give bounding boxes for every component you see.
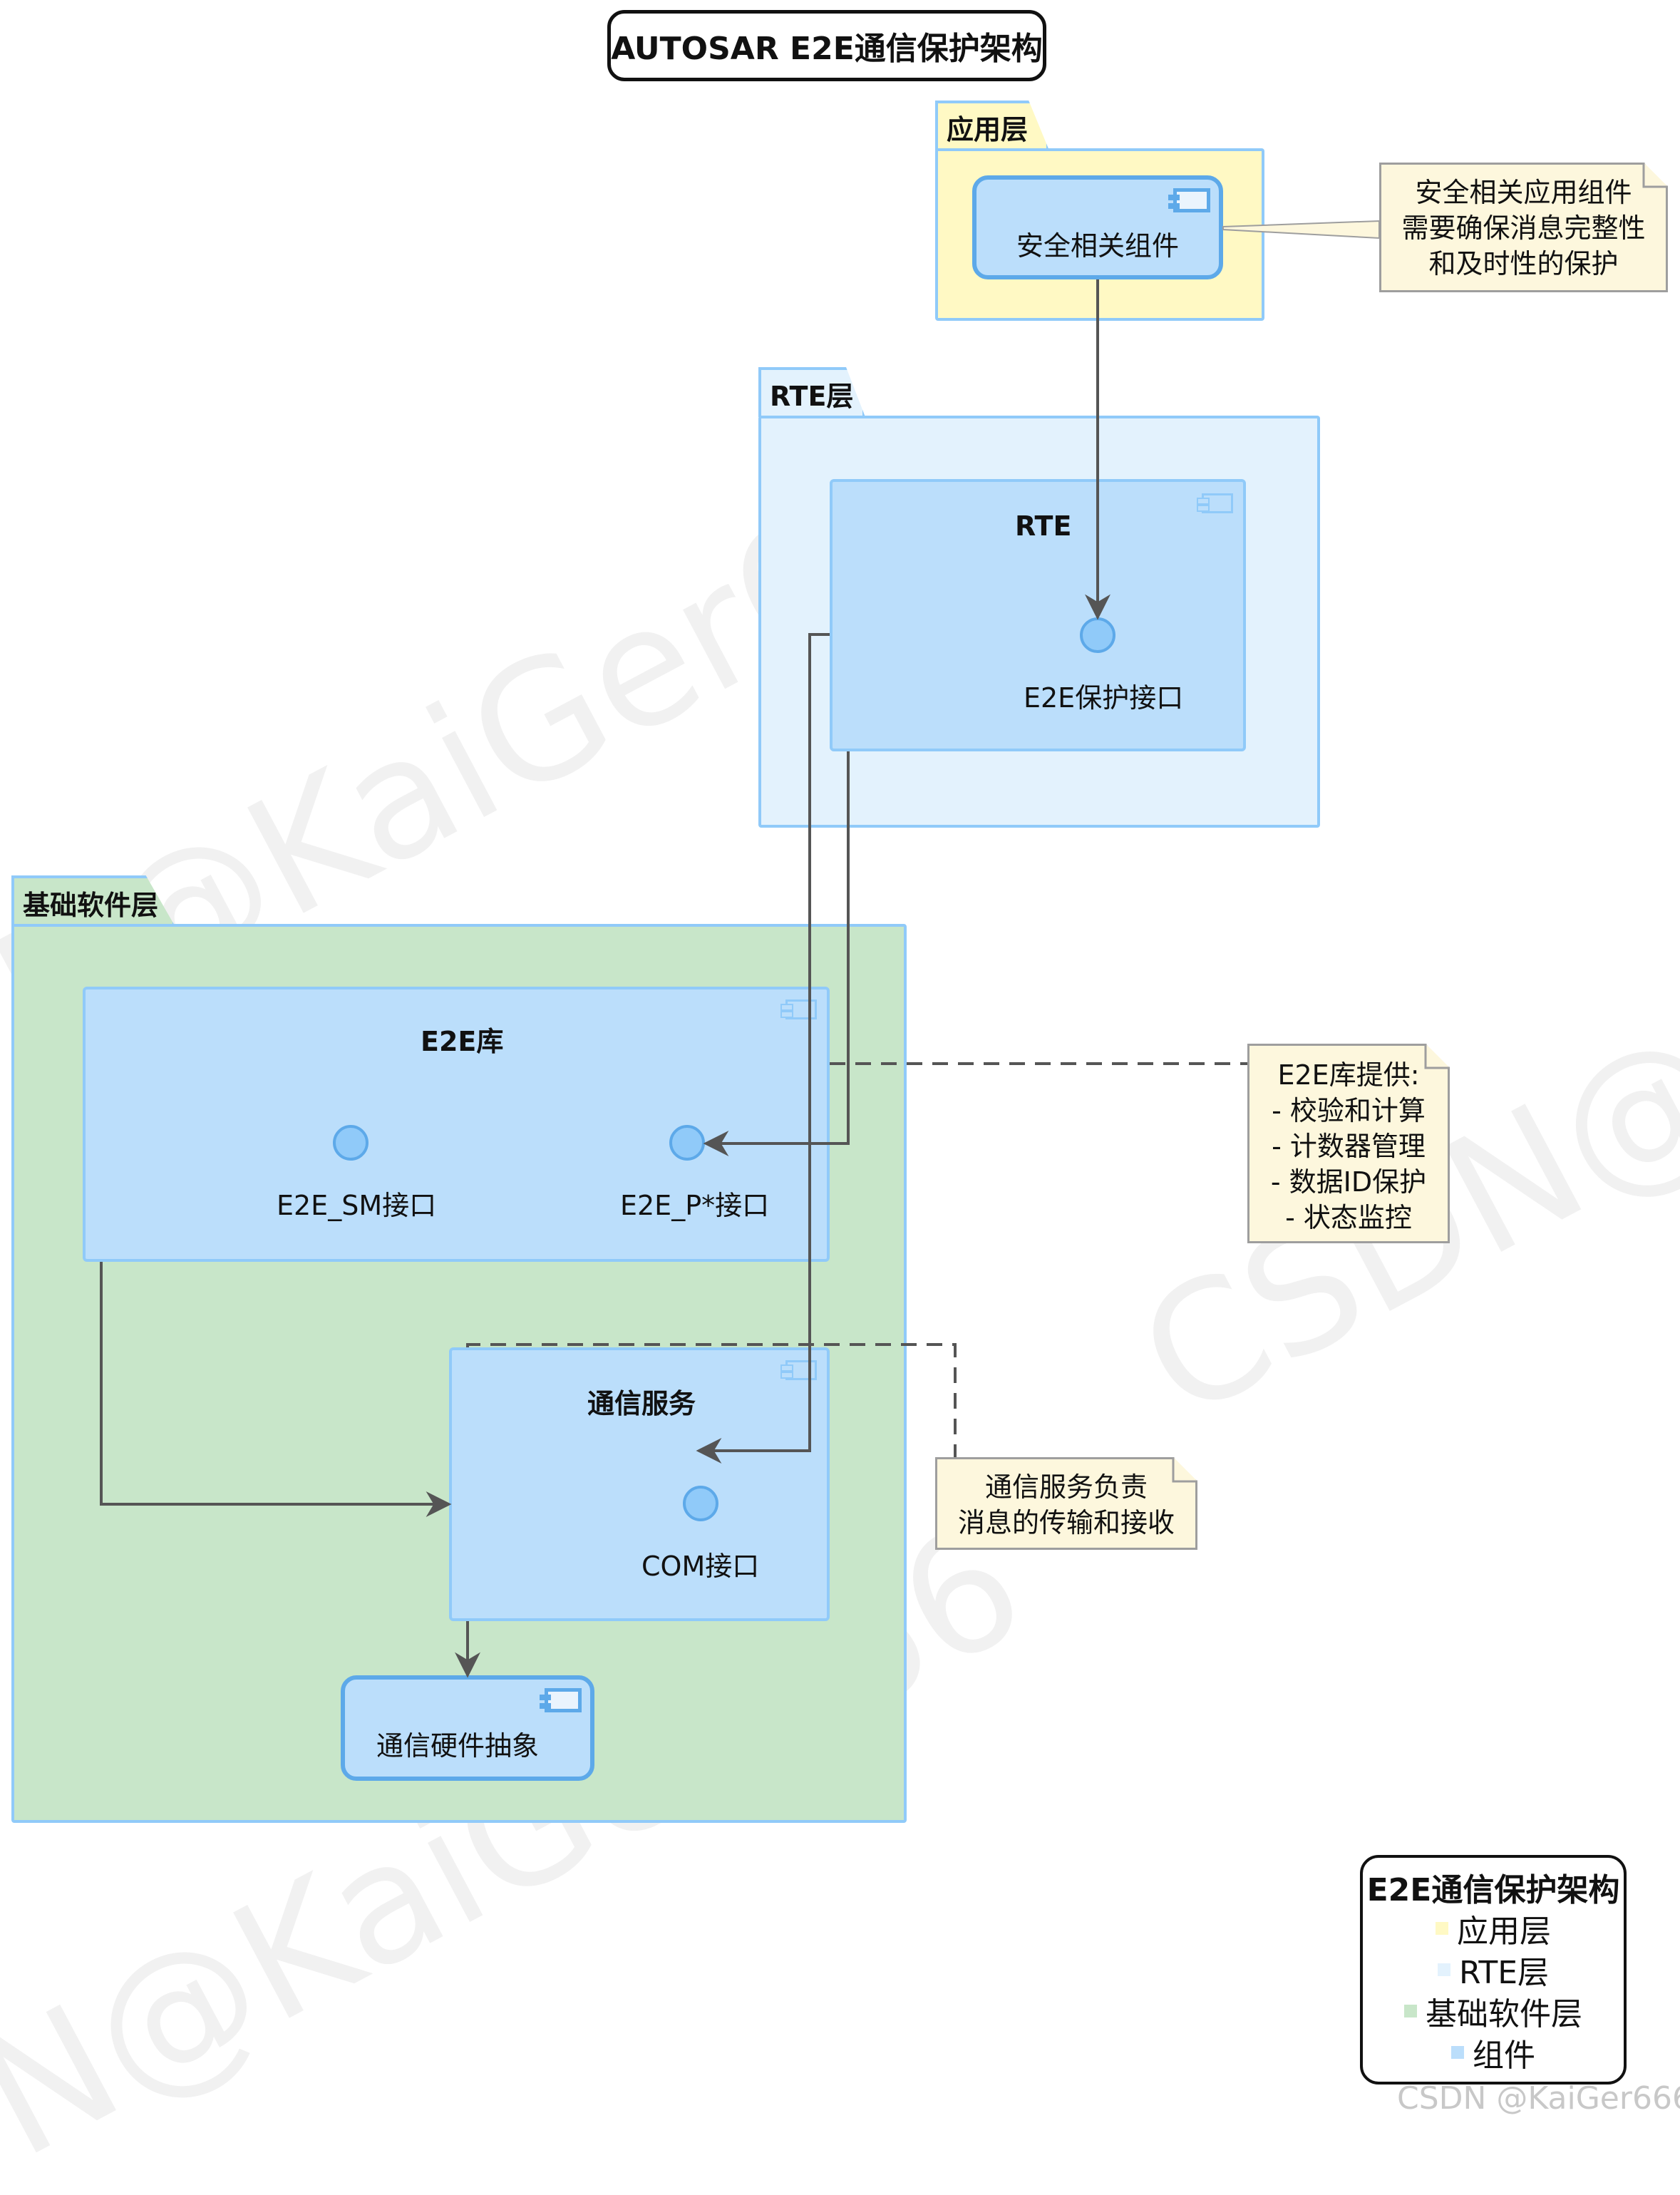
interface-e2e-protect[interactable] xyxy=(1080,617,1115,653)
note-link-com xyxy=(466,1343,957,1457)
legend-swatch xyxy=(1451,2046,1464,2059)
component-rte[interactable]: RTE E2E保护接口 xyxy=(830,479,1246,751)
package-label-bsw: 基础软件层 xyxy=(23,889,159,921)
note-connector-app xyxy=(1222,220,1380,240)
legend-label: RTE层 xyxy=(1458,1955,1550,1991)
note-line: E2E库提供: xyxy=(1277,1059,1420,1091)
note-fold xyxy=(1424,1044,1450,1069)
edge-rte-to-e2e-p xyxy=(703,751,850,1156)
package-tab-app: 应用层 xyxy=(935,101,1049,150)
legend-item: 应用层 xyxy=(1363,1908,1624,1950)
note-fold xyxy=(1172,1457,1197,1483)
package-tab-bsw: 基础软件层 xyxy=(11,875,175,927)
connectors xyxy=(100,163,1668,1678)
note-line: 需要确保消息完整性 xyxy=(1401,212,1646,244)
edge-rte-to-com xyxy=(696,633,830,1464)
component-e2e-lib[interactable]: E2E库 E2E_SM接口 E2E_P*接口 xyxy=(83,987,830,1262)
note-com: 通信服务负责 消息的传输和接收 xyxy=(935,1457,1197,1550)
component-icon xyxy=(540,1688,582,1712)
legend-item: 基础软件层 xyxy=(1363,1990,1624,2032)
interface-label-e2e-sm: E2E_SM接口 xyxy=(277,1190,437,1221)
note-line: 和及时性的保护 xyxy=(1428,248,1619,279)
component-label-safety: 安全相关组件 xyxy=(1016,230,1179,262)
note-line: 消息的传输和接收 xyxy=(957,1507,1175,1538)
interface-label-com: COM接口 xyxy=(641,1551,760,1582)
note-app: 安全相关应用组件 需要确保消息完整性 和及时性的保护 xyxy=(1379,163,1668,292)
interface-e2e-sm[interactable] xyxy=(333,1125,369,1161)
legend-swatch xyxy=(1404,2005,1417,2017)
note-line: - 数据ID保护 xyxy=(1270,1166,1427,1198)
component-label-rte: RTE xyxy=(1015,510,1072,542)
package-label-app: 应用层 xyxy=(947,113,1029,145)
component-safety[interactable]: 安全相关组件 xyxy=(972,175,1223,279)
note-line: - 计数器管理 xyxy=(1272,1131,1426,1162)
interface-label-e2e-protect: E2E保护接口 xyxy=(1024,682,1184,714)
note-line: 安全相关应用组件 xyxy=(1415,177,1632,208)
legend-label: 应用层 xyxy=(1457,1913,1551,1950)
diagram-title-text: AUTOSAR E2E通信保护架构 xyxy=(611,31,1043,67)
legend: E2E通信保护架构 应用层 RTE层 基础软件层 组件 xyxy=(1360,1855,1627,2085)
diagram-title: AUTOSAR E2E通信保护架构 xyxy=(607,10,1046,81)
interface-label-e2e-p: E2E_P*接口 xyxy=(620,1190,770,1221)
component-label-e2e-lib: E2E库 xyxy=(421,1026,504,1057)
package-label-rte: RTE层 xyxy=(770,380,854,412)
legend-title: E2E通信保护架构 xyxy=(1366,1872,1620,1908)
note-line: - 校验和计算 xyxy=(1272,1095,1426,1126)
interface-com[interactable] xyxy=(683,1486,718,1521)
note-line: - 状态监控 xyxy=(1285,1202,1412,1233)
legend-label: 基础软件层 xyxy=(1426,1996,1582,2032)
edge-e2e-to-com xyxy=(100,1262,452,1517)
legend-label: 组件 xyxy=(1473,2037,1535,2074)
legend-item: 组件 xyxy=(1363,2032,1624,2074)
watermark-text: CSDN @KaiGer666 xyxy=(1397,2080,1680,2117)
note-line: 通信服务负责 xyxy=(984,1471,1148,1503)
package-tab-rte: RTE层 xyxy=(758,367,865,417)
legend-swatch xyxy=(1436,1922,1448,1935)
legend-swatch xyxy=(1437,1963,1450,1976)
component-com-service[interactable]: 通信服务 COM接口 xyxy=(449,1347,830,1621)
component-icon xyxy=(780,999,817,1019)
component-com-hw[interactable]: 通信硬件抽象 xyxy=(341,1675,594,1781)
note-fold xyxy=(1642,163,1668,188)
component-icon xyxy=(780,1360,817,1380)
component-icon xyxy=(1197,493,1233,513)
component-label-com-service: 通信服务 xyxy=(587,1388,696,1419)
note-e2e: E2E库提供: - 校验和计算 - 计数器管理 - 数据ID保护 - 状态监控 xyxy=(1247,1044,1450,1243)
legend-item: RTE层 xyxy=(1363,1949,1624,1991)
component-label-com-hw: 通信硬件抽象 xyxy=(376,1730,540,1762)
interface-e2e-p[interactable] xyxy=(669,1125,705,1161)
component-icon xyxy=(1168,188,1210,212)
